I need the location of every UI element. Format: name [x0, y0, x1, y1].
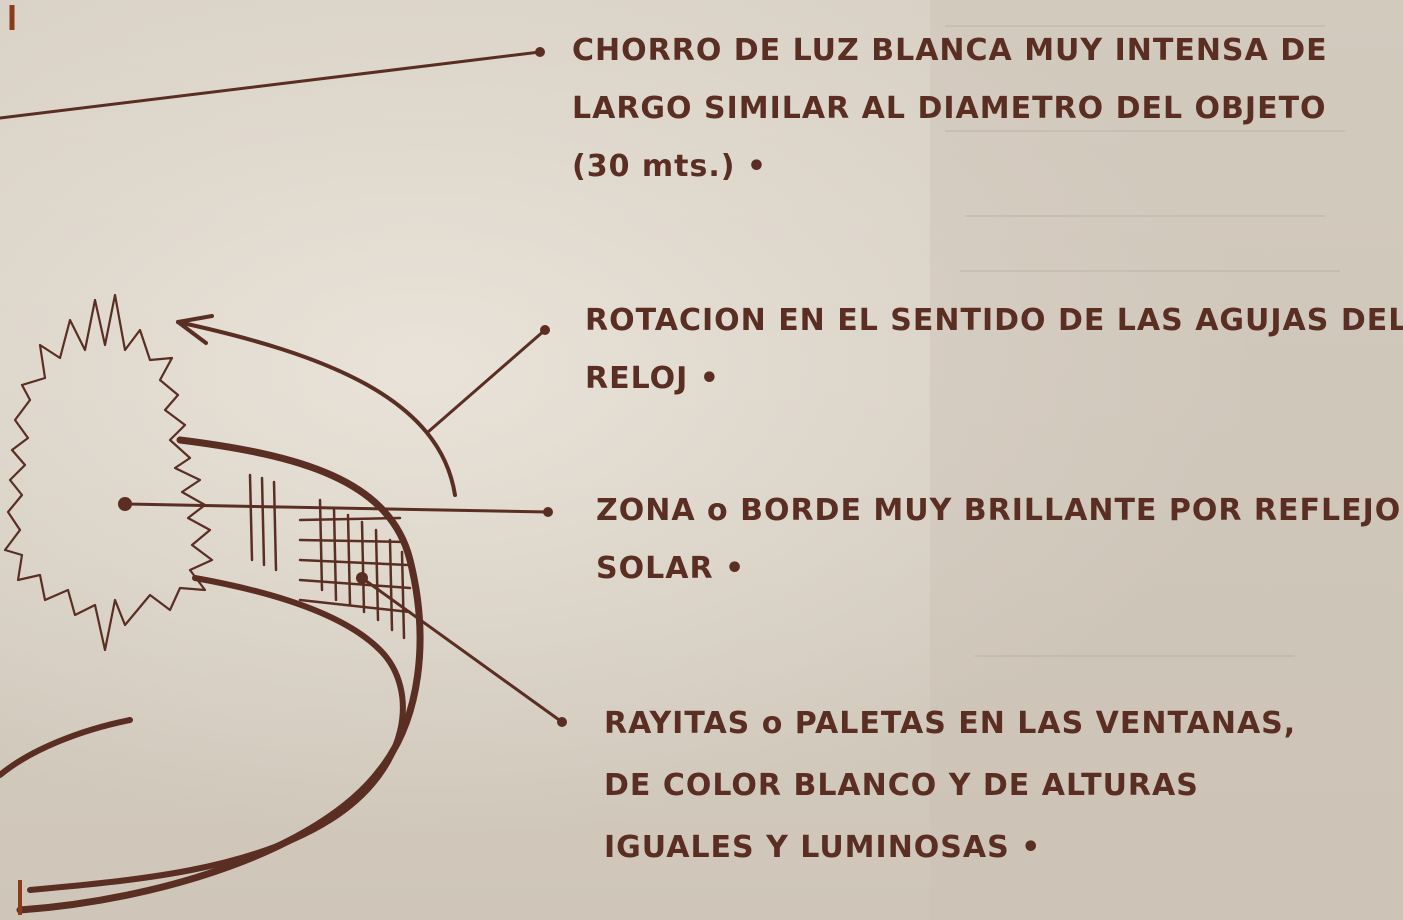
annotation-line: RAYITAS o PALETAS EN LAS VENTANAS, [604, 706, 1297, 741]
annotation-line: SOLAR • [596, 551, 746, 586]
rotation-arrow-arc [176, 320, 457, 497]
rotation-arrow-head [176, 314, 214, 345]
bright-edge-left-dot [118, 497, 132, 511]
window-stripes [248, 473, 412, 640]
bleed-through-text-area [930, 0, 1403, 920]
bleed-through-line [960, 270, 1340, 272]
annotation-line: CHORRO DE LUZ BLANCA MUY INTENSA DE [572, 33, 1328, 68]
window-stripes-left-dot [356, 572, 368, 584]
glow-burst [3, 293, 214, 652]
annotation-bright-edge: ZONA o BORDE MUY BRILLANTE POR REFLEJO S… [596, 482, 1401, 598]
bleed-through-line [945, 25, 1325, 27]
annotation-rotation: ROTACION EN EL SENTIDO DE LAS AGUJAS DEL… [585, 292, 1403, 408]
craft-inner-band [27, 575, 406, 893]
bright-edge-dot [543, 507, 553, 517]
annotation-window-stripes: RAYITAS o PALETAS EN LAS VENTANAS, DE CO… [604, 693, 1296, 879]
bleed-through-line [965, 215, 1325, 217]
craft-outer-rim [16, 436, 424, 914]
annotation-line: ZONA o BORDE MUY BRILLANTE POR REFLEJO [596, 493, 1402, 528]
annotation-line: IGUALES Y LUMINOSAS • [604, 830, 1042, 865]
craft-bottom-swirl [0, 717, 133, 778]
bright-edge-leader-line [123, 502, 550, 514]
annotation-line: LARGO SIMILAR AL DIAMETRO DEL OBJETO [572, 91, 1327, 126]
rotation-dot [540, 325, 550, 335]
rotation-leader-line [426, 328, 547, 434]
window-stripes-leader-line [360, 576, 564, 724]
bleed-through-line [975, 655, 1295, 657]
light-beam-line [0, 50, 542, 120]
annotation-line: RELOJ • [585, 361, 720, 396]
annotation-line: ROTACION EN EL SENTIDO DE LAS AGUJAS DEL [585, 303, 1403, 338]
light-beam-dot [535, 47, 545, 57]
annotation-line: (30 mts.) • [572, 149, 768, 184]
bleed-through-line [945, 130, 1345, 132]
annotation-light-beam: CHORRO DE LUZ BLANCA MUY INTENSA DE LARG… [572, 22, 1328, 196]
annotation-line: DE COLOR BLANCO Y DE ALTURAS [604, 768, 1199, 803]
window-stripes-dot [557, 717, 567, 727]
